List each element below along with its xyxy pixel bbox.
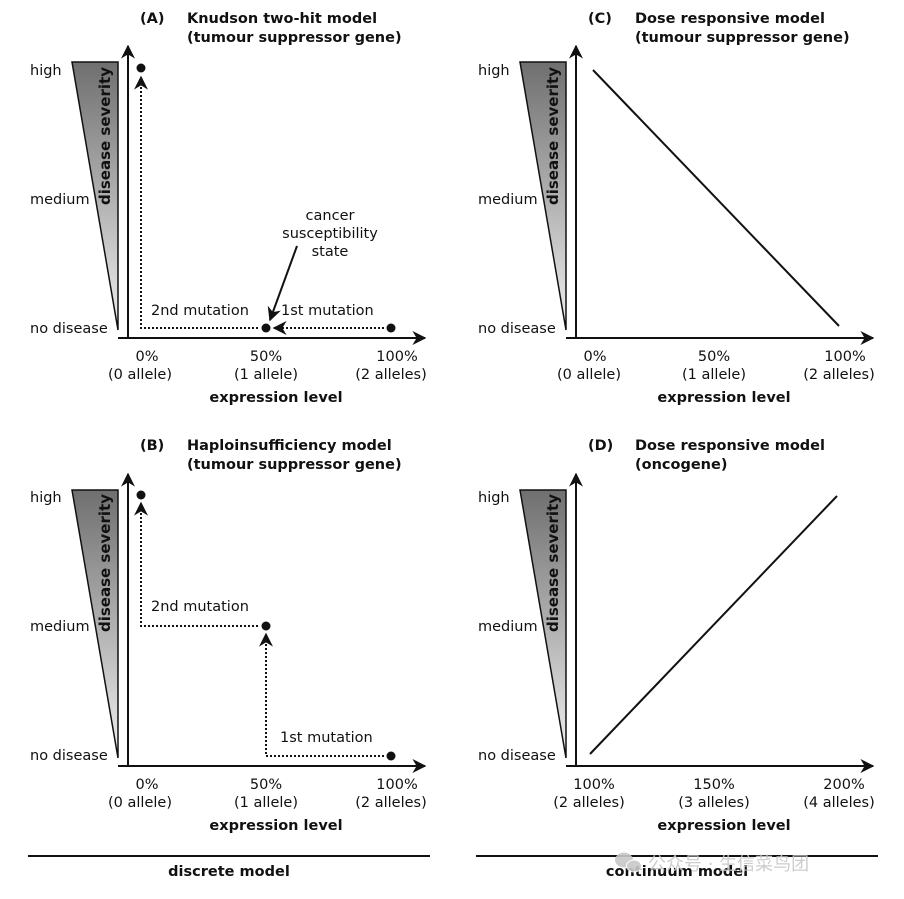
panel-a-second-mutation-arrow	[134, 75, 258, 329]
panel-c-severity-label: disease severity	[544, 67, 562, 205]
panel-d-xlabel: expression level	[657, 818, 790, 834]
panel-c-xtick-2-alleles: (2 alleles)	[803, 367, 875, 383]
footer-discrete-label: discrete model	[168, 864, 290, 880]
panel-b-xtick-0: 0%	[135, 777, 158, 793]
panel-a-ylevel-none: no disease	[30, 321, 108, 337]
panel-b-letter: (B)	[140, 438, 164, 454]
panel-d-xtick-0-alleles: (2 alleles)	[553, 795, 625, 811]
panel-a-point-full	[386, 323, 396, 333]
wechat-icon	[615, 852, 642, 873]
panel-a-xtick-0-alleles: (0 allele)	[108, 367, 172, 383]
panel-c-xlabel: expression level	[657, 390, 790, 406]
panel-d-xtick-2-alleles: (4 alleles)	[803, 795, 875, 811]
panel-b-xlabel: expression level	[209, 818, 342, 834]
panel-b-ylevel-medium: medium	[30, 619, 90, 635]
panel-d-letter: (D)	[588, 438, 613, 454]
panel-b-point-half	[261, 621, 271, 631]
panel-d-ylevel-medium: medium	[478, 619, 538, 635]
panel-d-xtick-1: 150%	[693, 777, 734, 793]
panel-a-first-mutation-label: 1st mutation	[281, 303, 374, 319]
panel-a-ylevel-medium: medium	[30, 192, 90, 208]
panel-b-xtick-0-alleles: (0 allele)	[108, 795, 172, 811]
panel-c-xtick-0: 0%	[583, 349, 606, 365]
panel-a-xtick-0: 0%	[135, 349, 158, 365]
panel-c-xtick-0-alleles: (0 allele)	[557, 367, 621, 383]
panel-d-severity-wedge	[519, 489, 567, 759]
watermark: 公众号 · 生信菜鸟团	[615, 852, 809, 875]
panel-c-title-line1: Dose responsive model	[635, 11, 825, 27]
panel-d-dose-line	[589, 495, 838, 755]
panel-b-ylevel-high: high	[30, 490, 62, 506]
panel-a-severity-label: disease severity	[96, 67, 114, 205]
panel-a-title-line1: Knudson two-hit model	[187, 11, 377, 27]
panel-b-severity-label: disease severity	[96, 494, 114, 632]
panel-a-severity-wedge	[71, 61, 119, 331]
panel-a-cancer-label-3: state	[312, 244, 349, 260]
panel-a-title-line2: (tumour suppressor gene)	[187, 30, 402, 46]
panel-b-second-mutation-arrow	[134, 501, 258, 627]
panel-a-point-zero	[136, 63, 146, 73]
panel-b-xtick-2: 100%	[376, 777, 417, 793]
panel-d-ylevel-high: high	[478, 490, 510, 506]
panel-b-severity-wedge	[71, 489, 119, 759]
panel-b-first-mutation-label: 1st mutation	[280, 730, 373, 746]
panel-a-letter: (A)	[140, 11, 164, 27]
panel-a-second-mutation-label: 2nd mutation	[151, 303, 249, 319]
panel-d-xtick-0: 100%	[573, 777, 614, 793]
panel-d: (D) Dose responsive model (oncogene) hig…	[478, 438, 875, 834]
panel-c-xtick-2: 100%	[824, 349, 865, 365]
panel-b-second-mutation-label: 2nd mutation	[151, 599, 249, 615]
panel-d-ylevel-none: no disease	[478, 748, 556, 764]
panel-c-ylevel-none: no disease	[478, 321, 556, 337]
panel-d-xtick-2: 200%	[823, 777, 864, 793]
panel-a-xtick-2: 100%	[376, 349, 417, 365]
panel-d-xtick-1-alleles: (3 alleles)	[678, 795, 750, 811]
panel-b-xtick-1-alleles: (1 allele)	[234, 795, 298, 811]
panel-b-ylevel-none: no disease	[30, 748, 108, 764]
panel-b-xtick-1: 50%	[250, 777, 282, 793]
panel-c-xtick-1-alleles: (1 allele)	[682, 367, 746, 383]
panel-d-severity-label: disease severity	[544, 494, 562, 632]
panel-a-cancer-pointer	[267, 245, 298, 322]
panel-a-ylevel-high: high	[30, 63, 62, 79]
panel-c-title-line2: (tumour suppressor gene)	[635, 30, 850, 46]
panel-c-ylevel-medium: medium	[478, 192, 538, 208]
panel-c-ylevel-high: high	[478, 63, 510, 79]
panel-c-letter: (C)	[588, 11, 612, 27]
panel-a-xlabel: expression level	[209, 390, 342, 406]
panel-b-point-zero	[136, 490, 146, 500]
panel-b-point-full	[386, 751, 396, 761]
panel-b-xtick-2-alleles: (2 alleles)	[355, 795, 427, 811]
panel-b-first-mutation-arrow	[259, 632, 384, 757]
panel-a-cancer-label-2: susceptibility	[282, 226, 378, 242]
panel-a-cancer-label-1: cancer	[306, 208, 355, 224]
watermark-text: 公众号 · 生信菜鸟团	[648, 854, 809, 875]
panel-b-title-line1: Haploinsufficiency model	[187, 438, 392, 454]
panel-d-title-line1: Dose responsive model	[635, 438, 825, 454]
panel-a-xtick-1: 50%	[250, 349, 282, 365]
panel-c: (C) Dose responsive model (tumour suppre…	[478, 11, 875, 406]
panel-a-xtick-1-alleles: (1 allele)	[234, 367, 298, 383]
panel-c-severity-wedge	[519, 61, 567, 331]
panel-a-point-half	[261, 323, 271, 333]
panel-b-title-line2: (tumour suppressor gene)	[187, 457, 402, 473]
panel-c-xtick-1: 50%	[698, 349, 730, 365]
panel-a-xtick-2-alleles: (2 alleles)	[355, 367, 427, 383]
panel-c-dose-line	[592, 69, 840, 327]
panel-d-title-line2: (oncogene)	[635, 457, 727, 473]
panel-b: (B) Haploinsufficiency model (tumour sup…	[30, 438, 427, 834]
panel-a: (A) Knudson two-hit model (tumour suppre…	[30, 11, 427, 406]
